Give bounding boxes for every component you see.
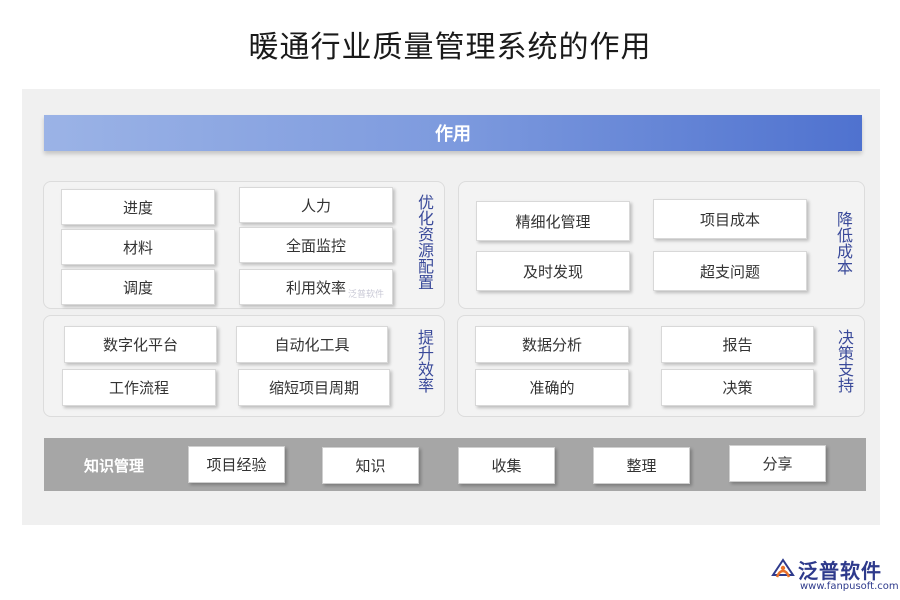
knowledge-item-collect: 收集: [458, 447, 555, 484]
brand-logo: 泛普软件 www.fanpusoft.com: [770, 555, 899, 597]
header-bar: 作用: [44, 115, 862, 151]
knowledge-label: 知识管理: [84, 457, 145, 475]
item-fine-management: 精细化管理: [476, 201, 630, 241]
item-full-monitoring: 全面监控: [239, 227, 393, 263]
page-title: 暖通行业质量管理系统的作用: [248, 30, 652, 65]
brand-url: www.fanpusoft.com: [800, 581, 899, 592]
item-utilization: 利用效率: [239, 269, 393, 305]
label-decision-support: 决策支持: [835, 329, 854, 393]
item-project-cost: 项目成本: [653, 199, 807, 239]
item-digital-platform: 数字化平台: [64, 326, 217, 363]
knowledge-item-knowledge: 知识: [322, 447, 419, 484]
item-timely-discovery: 及时发现: [476, 251, 630, 291]
item-shorten-cycle: 缩短项目周期: [238, 369, 390, 406]
fanpu-logo-icon: [771, 558, 795, 578]
item-report: 报告: [661, 326, 814, 363]
item-workflow: 工作流程: [62, 369, 216, 406]
item-accurate: 准确的: [475, 369, 629, 406]
brand-name: 泛普软件: [798, 559, 882, 583]
label-reduce-cost: 降低成本: [834, 211, 853, 275]
knowledge-item-share: 分享: [729, 445, 826, 482]
item-data-analysis: 数据分析: [475, 326, 629, 363]
item-automation-tools: 自动化工具: [236, 326, 388, 363]
watermark-small: 泛普软件: [348, 290, 385, 300]
item-overspend-issue: 超支问题: [653, 251, 807, 291]
item-progress: 进度: [61, 189, 215, 225]
item-manpower: 人力: [239, 187, 393, 223]
item-decision: 决策: [661, 369, 814, 406]
item-scheduling: 调度: [61, 269, 215, 305]
label-optimize-resources: 优化资源配置: [415, 194, 434, 290]
item-materials: 材料: [61, 229, 215, 265]
knowledge-item-organize: 整理: [593, 447, 690, 484]
label-improve-efficiency: 提升效率: [415, 329, 434, 393]
knowledge-item-experience: 项目经验: [188, 446, 285, 483]
